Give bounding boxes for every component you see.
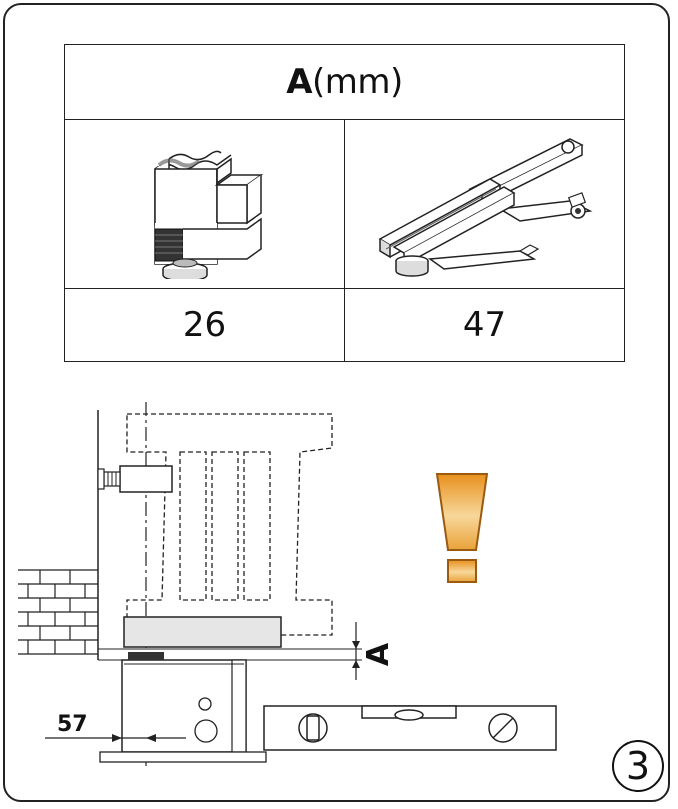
header-letter: A (286, 62, 313, 102)
standard-bracket-value: 26 (64, 288, 345, 362)
standard-bracket-cell (64, 119, 345, 289)
header-unit: (mm) (312, 62, 403, 102)
offset-57-label: 57 (57, 712, 88, 737)
gate-bottom-bar (123, 616, 282, 648)
telescopic-bracket-cell (344, 119, 625, 289)
dimension-a-label: A (361, 642, 397, 667)
telescopic-bracket-value: 47 (344, 288, 625, 362)
spirit-level-icon (263, 705, 557, 751)
wall-bracket (119, 465, 173, 493)
gate-outline (126, 413, 333, 636)
brick-wall (18, 569, 98, 655)
motor-box (121, 659, 247, 753)
exclamation-warning-icon (435, 473, 489, 583)
figure-number-badge: 3 (612, 740, 664, 792)
standard-bracket-icon (153, 150, 263, 279)
telescopic-bracket-icon (377, 138, 592, 277)
installation-diagram (18, 402, 557, 770)
spec-table: A(mm) (64, 44, 625, 362)
table-header: A(mm) (64, 44, 625, 120)
figure-frame (3, 3, 670, 802)
